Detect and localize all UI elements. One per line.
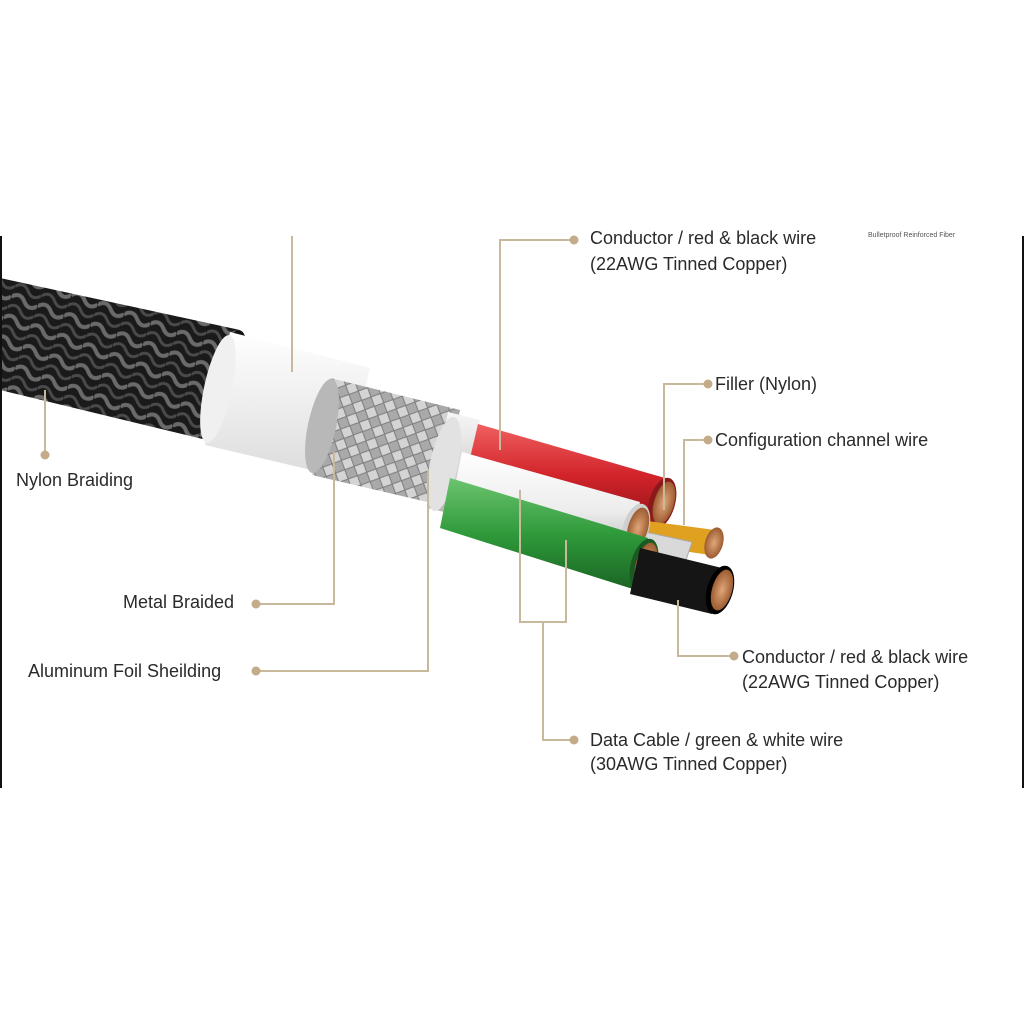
leader-lines (44, 236, 734, 741)
label-config-channel: Configuration channel wire (715, 430, 929, 450)
label-conductor-bottom-line2: (22AWG Tinned Copper) (742, 672, 940, 692)
frame-edge-left (0, 236, 2, 788)
label-nylon-braiding: Nylon Braiding (16, 470, 134, 490)
leader-dots (40, 235, 739, 745)
label-data-cable-line1: Data Cable / green & white wire (590, 730, 844, 750)
metal-braid-shield (312, 378, 460, 505)
black-wire (630, 548, 722, 614)
watermark-text: Bulletproof Reinforced Fiber (868, 232, 956, 239)
label-metal-braided: Metal Braided (123, 592, 235, 612)
label-conductor-top-line2: (22AWG Tinned Copper) (590, 254, 788, 274)
label-conductor-bottom-line1: Conductor / red & black wire (742, 647, 969, 667)
label-data-cable-line2: (30AWG Tinned Copper) (590, 754, 788, 774)
label-filler: Filler (Nylon) (715, 374, 818, 394)
nylon-braiding-jacket (0, 278, 240, 442)
frame-edge-right (1022, 236, 1024, 788)
label-conductor-top-line1: Conductor / red & black wire (590, 228, 817, 248)
label-aluminum-foil: Aluminum Foil Sheilding (28, 661, 222, 681)
green-wire (440, 478, 648, 590)
